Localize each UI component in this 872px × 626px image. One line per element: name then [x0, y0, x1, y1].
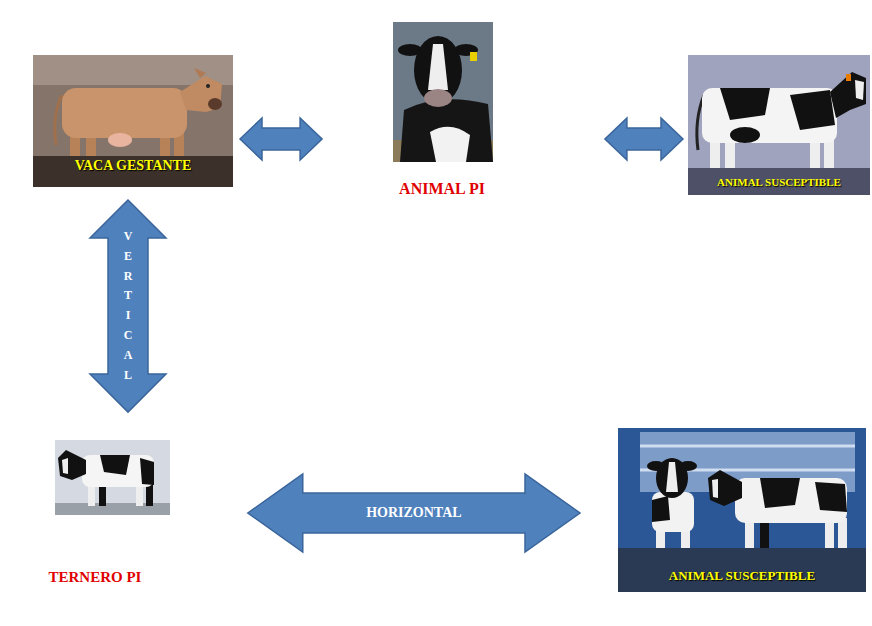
calves-photo: [760, 478, 800, 508]
calf-photo: [62, 458, 68, 474]
circle-outline: [4, 437, 186, 619]
calf-photo: [100, 455, 130, 475]
cow-photo: [790, 90, 835, 130]
cow-photo: [720, 88, 770, 120]
cow-photo: [830, 72, 866, 118]
photo-panel: ANIMAL SUSCEPTIBLE: [618, 428, 866, 592]
cow-photo: [33, 156, 233, 187]
cow-photo: [206, 84, 210, 88]
calf-photo: [82, 455, 154, 487]
calves-photo: [652, 492, 694, 532]
photo-panel: VACA GESTANTE: [33, 55, 233, 187]
cow-photo: [730, 127, 760, 143]
calves-photo: [712, 479, 718, 498]
cow-photo: [108, 133, 132, 147]
cow-photo: [688, 55, 870, 195]
photo-caption: VACA GESTANTE: [75, 158, 192, 175]
calf-photo: [140, 458, 154, 485]
block-arrow: [240, 118, 322, 160]
edge-label: HORIZONTAL: [366, 505, 461, 522]
cow-photo: [33, 55, 233, 187]
cow-photo: [688, 55, 870, 195]
cow-photo: [702, 88, 837, 143]
edge-label-holder: HORIZONTAL: [366, 505, 461, 522]
cow-photo: [62, 88, 187, 138]
cow-photo: [393, 22, 493, 162]
circle-caption: ANIMAL PI: [399, 179, 485, 198]
cow-photo: [855, 80, 864, 100]
calves-photo: [618, 548, 866, 592]
calves-photo: [815, 482, 847, 512]
circle-caption: TERNERO PI: [49, 568, 142, 586]
calves-photo: [618, 428, 866, 592]
calves-photo: [652, 496, 670, 522]
cow-photo: [400, 99, 493, 162]
calves-photo: [640, 445, 855, 448]
circle-node: ANIMAL PI: [331, 2, 553, 224]
calves-photo: [735, 478, 847, 523]
calf-photo: [55, 440, 170, 515]
photo-panel: ANIMAL SUSCEPTIBLE: [688, 55, 870, 195]
edge-label-holder: VERTICAL: [122, 227, 134, 385]
photo-caption: ANIMAL SUSCEPTIBLE: [669, 568, 815, 584]
cow-photo: [194, 68, 206, 78]
cow-photo: [846, 74, 851, 81]
calves-photo: [708, 470, 742, 506]
cow-photo: [55, 95, 62, 145]
circle-node: TERNERO PI: [3, 436, 187, 620]
calves-photo: [618, 428, 866, 592]
cow-photo: [33, 55, 233, 187]
calves-photo: [656, 458, 688, 498]
block-arrow: [248, 474, 580, 552]
calves-photo: [666, 462, 678, 492]
block-arrow: [605, 118, 683, 160]
calf-photo: [55, 440, 170, 515]
circle-outline: [332, 3, 552, 223]
calf-photo: [58, 450, 86, 480]
cow-photo: [688, 168, 870, 195]
photo-caption: ANIMAL SUSCEPTIBLE: [717, 176, 841, 189]
cow-photo: [208, 98, 222, 110]
edge-label: VERTICAL: [122, 227, 134, 385]
cow-photo: [180, 76, 222, 112]
cow-photo: [430, 127, 470, 162]
block-arrow: [90, 200, 166, 412]
cow-photo: [470, 52, 477, 61]
cow-photo: [393, 22, 493, 162]
circle-outline: [3, 436, 187, 620]
cow-photo: [424, 89, 452, 107]
cow-photo: [428, 44, 448, 90]
